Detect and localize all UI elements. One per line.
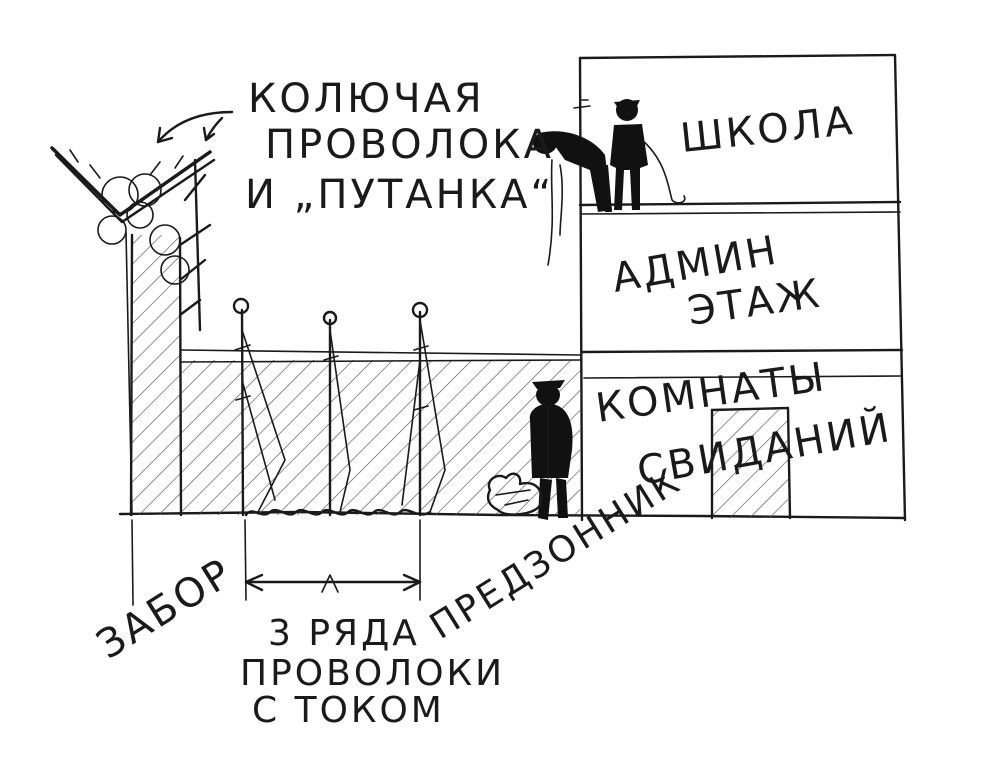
fence	[125, 231, 183, 517]
label-barbed-wire-3: И „ПУТАНКА“	[245, 172, 554, 218]
barbed-wire-arrows	[156, 110, 234, 144]
label-barbed-wire-2: ПРОВОЛОКА	[265, 122, 554, 168]
label-wire-2: ПРОВОЛОКИ	[240, 653, 505, 694]
label-wire-3: С ТОКОМ	[252, 690, 445, 731]
visiting-room-door	[710, 406, 792, 520]
roof-guards	[533, 99, 686, 266]
barbed-wire-fence-top	[50, 146, 216, 332]
label-fence: ЗАБОР	[89, 549, 241, 668]
electric-wire-poles	[232, 297, 446, 517]
prezone-strip	[181, 349, 581, 515]
label-school: ШКОЛА	[678, 98, 857, 162]
guard-figure	[529, 380, 573, 520]
label-wire-1: 3 РЯДА	[268, 613, 420, 654]
label-barbed-wire-1: КОЛЮЧАЯ	[248, 76, 485, 122]
dimension-lines	[131, 519, 422, 606]
dog-figure	[486, 472, 543, 516]
